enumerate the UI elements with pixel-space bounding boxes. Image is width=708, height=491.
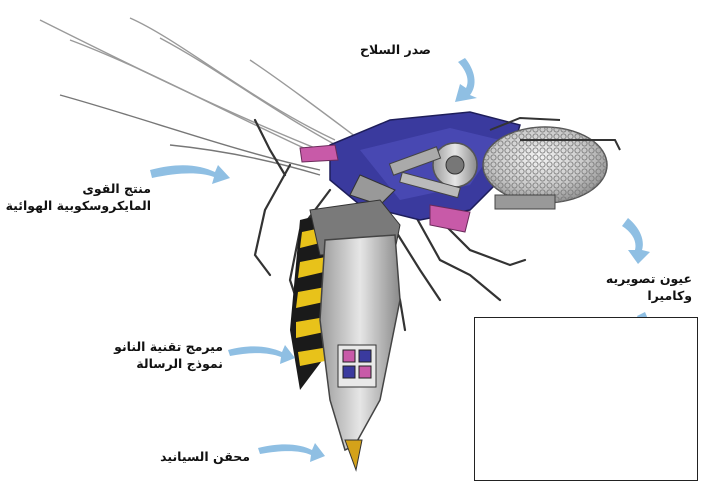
label-cameras-line1: عيون تصويريه: [605, 271, 692, 286]
label-nano: ميرمج تقنية النانو نموذج الرسالة: [114, 338, 223, 372]
head-compound-eyes: [482, 116, 621, 210]
label-thorax-text: صدر السلاح: [359, 42, 431, 57]
joint-mechanism: [349, 142, 478, 206]
inset-frame: [474, 317, 698, 481]
label-injector-text: محقن السيانيد: [160, 449, 250, 464]
label-micro-forces: منتج القوى المايكروسكوبية الهوائية: [6, 180, 151, 214]
label-cameras: عيون تصويريه وكاميرا: [606, 270, 692, 304]
label-nano-line2: نموذج الرسالة: [136, 356, 223, 371]
abdomen-metal: [319, 234, 401, 472]
label-injector: محقن السيانيد: [160, 448, 250, 465]
antennae: [39, 17, 361, 176]
label-cameras-line2: وكاميرا: [647, 288, 692, 303]
label-nano-line1: ميرمج تقنية النانو: [114, 339, 223, 354]
label-micro-forces-line2: المايكروسكوبية الهوائية: [5, 198, 151, 213]
label-micro-forces-line1: منتج القوى: [82, 181, 151, 196]
label-thorax: صدر السلاح: [360, 41, 431, 58]
